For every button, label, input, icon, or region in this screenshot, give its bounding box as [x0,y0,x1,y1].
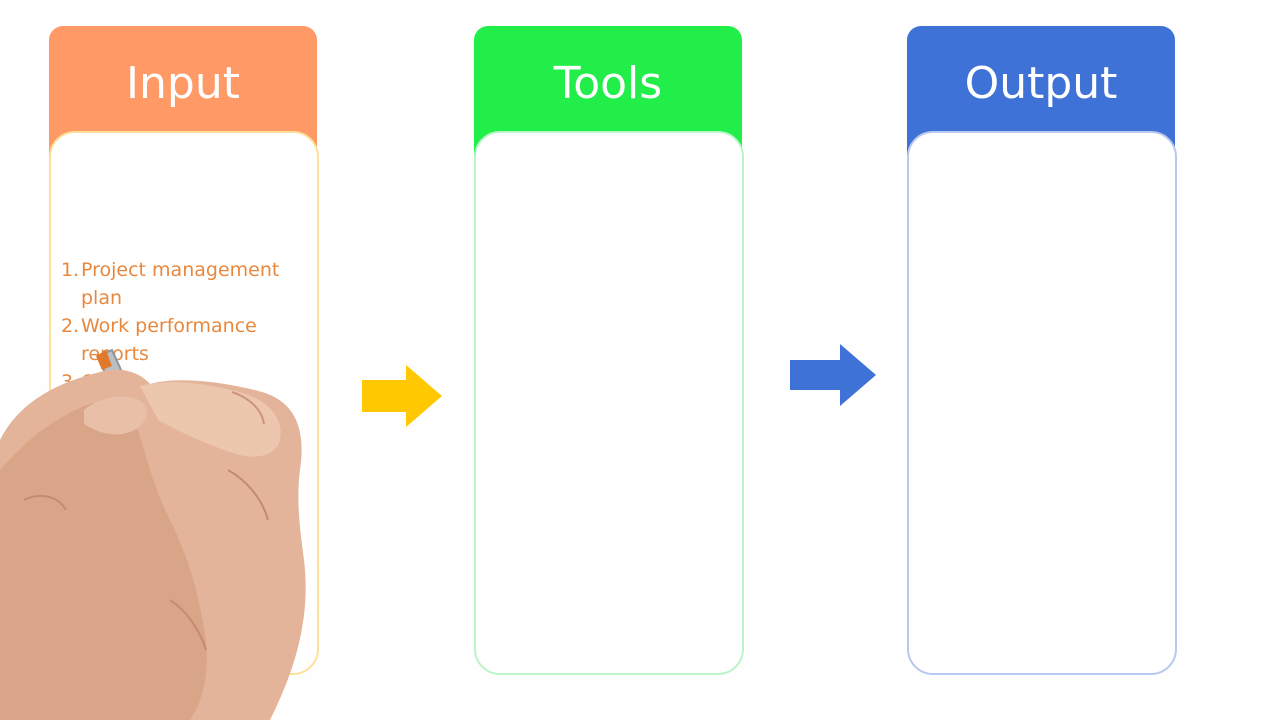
list-item-number: 1. [61,259,80,281]
list-item-text: Project management plan [81,259,280,309]
input-list: 1. Project management plan 2. Work perfo… [61,256,317,396]
list-item-text: O [81,371,96,393]
list-item: 2. Work performance reports [61,312,317,368]
right-arrow-icon [790,344,876,406]
tools-column: Tools [474,26,744,676]
output-column: Output [907,26,1177,676]
input-panel: 1. Project management plan 2. Work perfo… [49,131,319,675]
list-item-number: 2. [61,315,80,337]
input-title: Input [126,58,240,109]
tools-panel [474,131,744,675]
right-arrow-icon [362,365,442,427]
output-panel [907,131,1177,675]
tools-title: Tools [553,58,663,109]
input-column: Input 1. Project management plan 2. Work… [49,26,319,676]
list-item: 3. O [61,368,317,396]
list-item: 1. Project management plan [61,256,317,312]
list-item-number: 3. [61,371,80,393]
list-item-text: Work performance reports [81,315,257,365]
output-title: Output [964,58,1118,109]
